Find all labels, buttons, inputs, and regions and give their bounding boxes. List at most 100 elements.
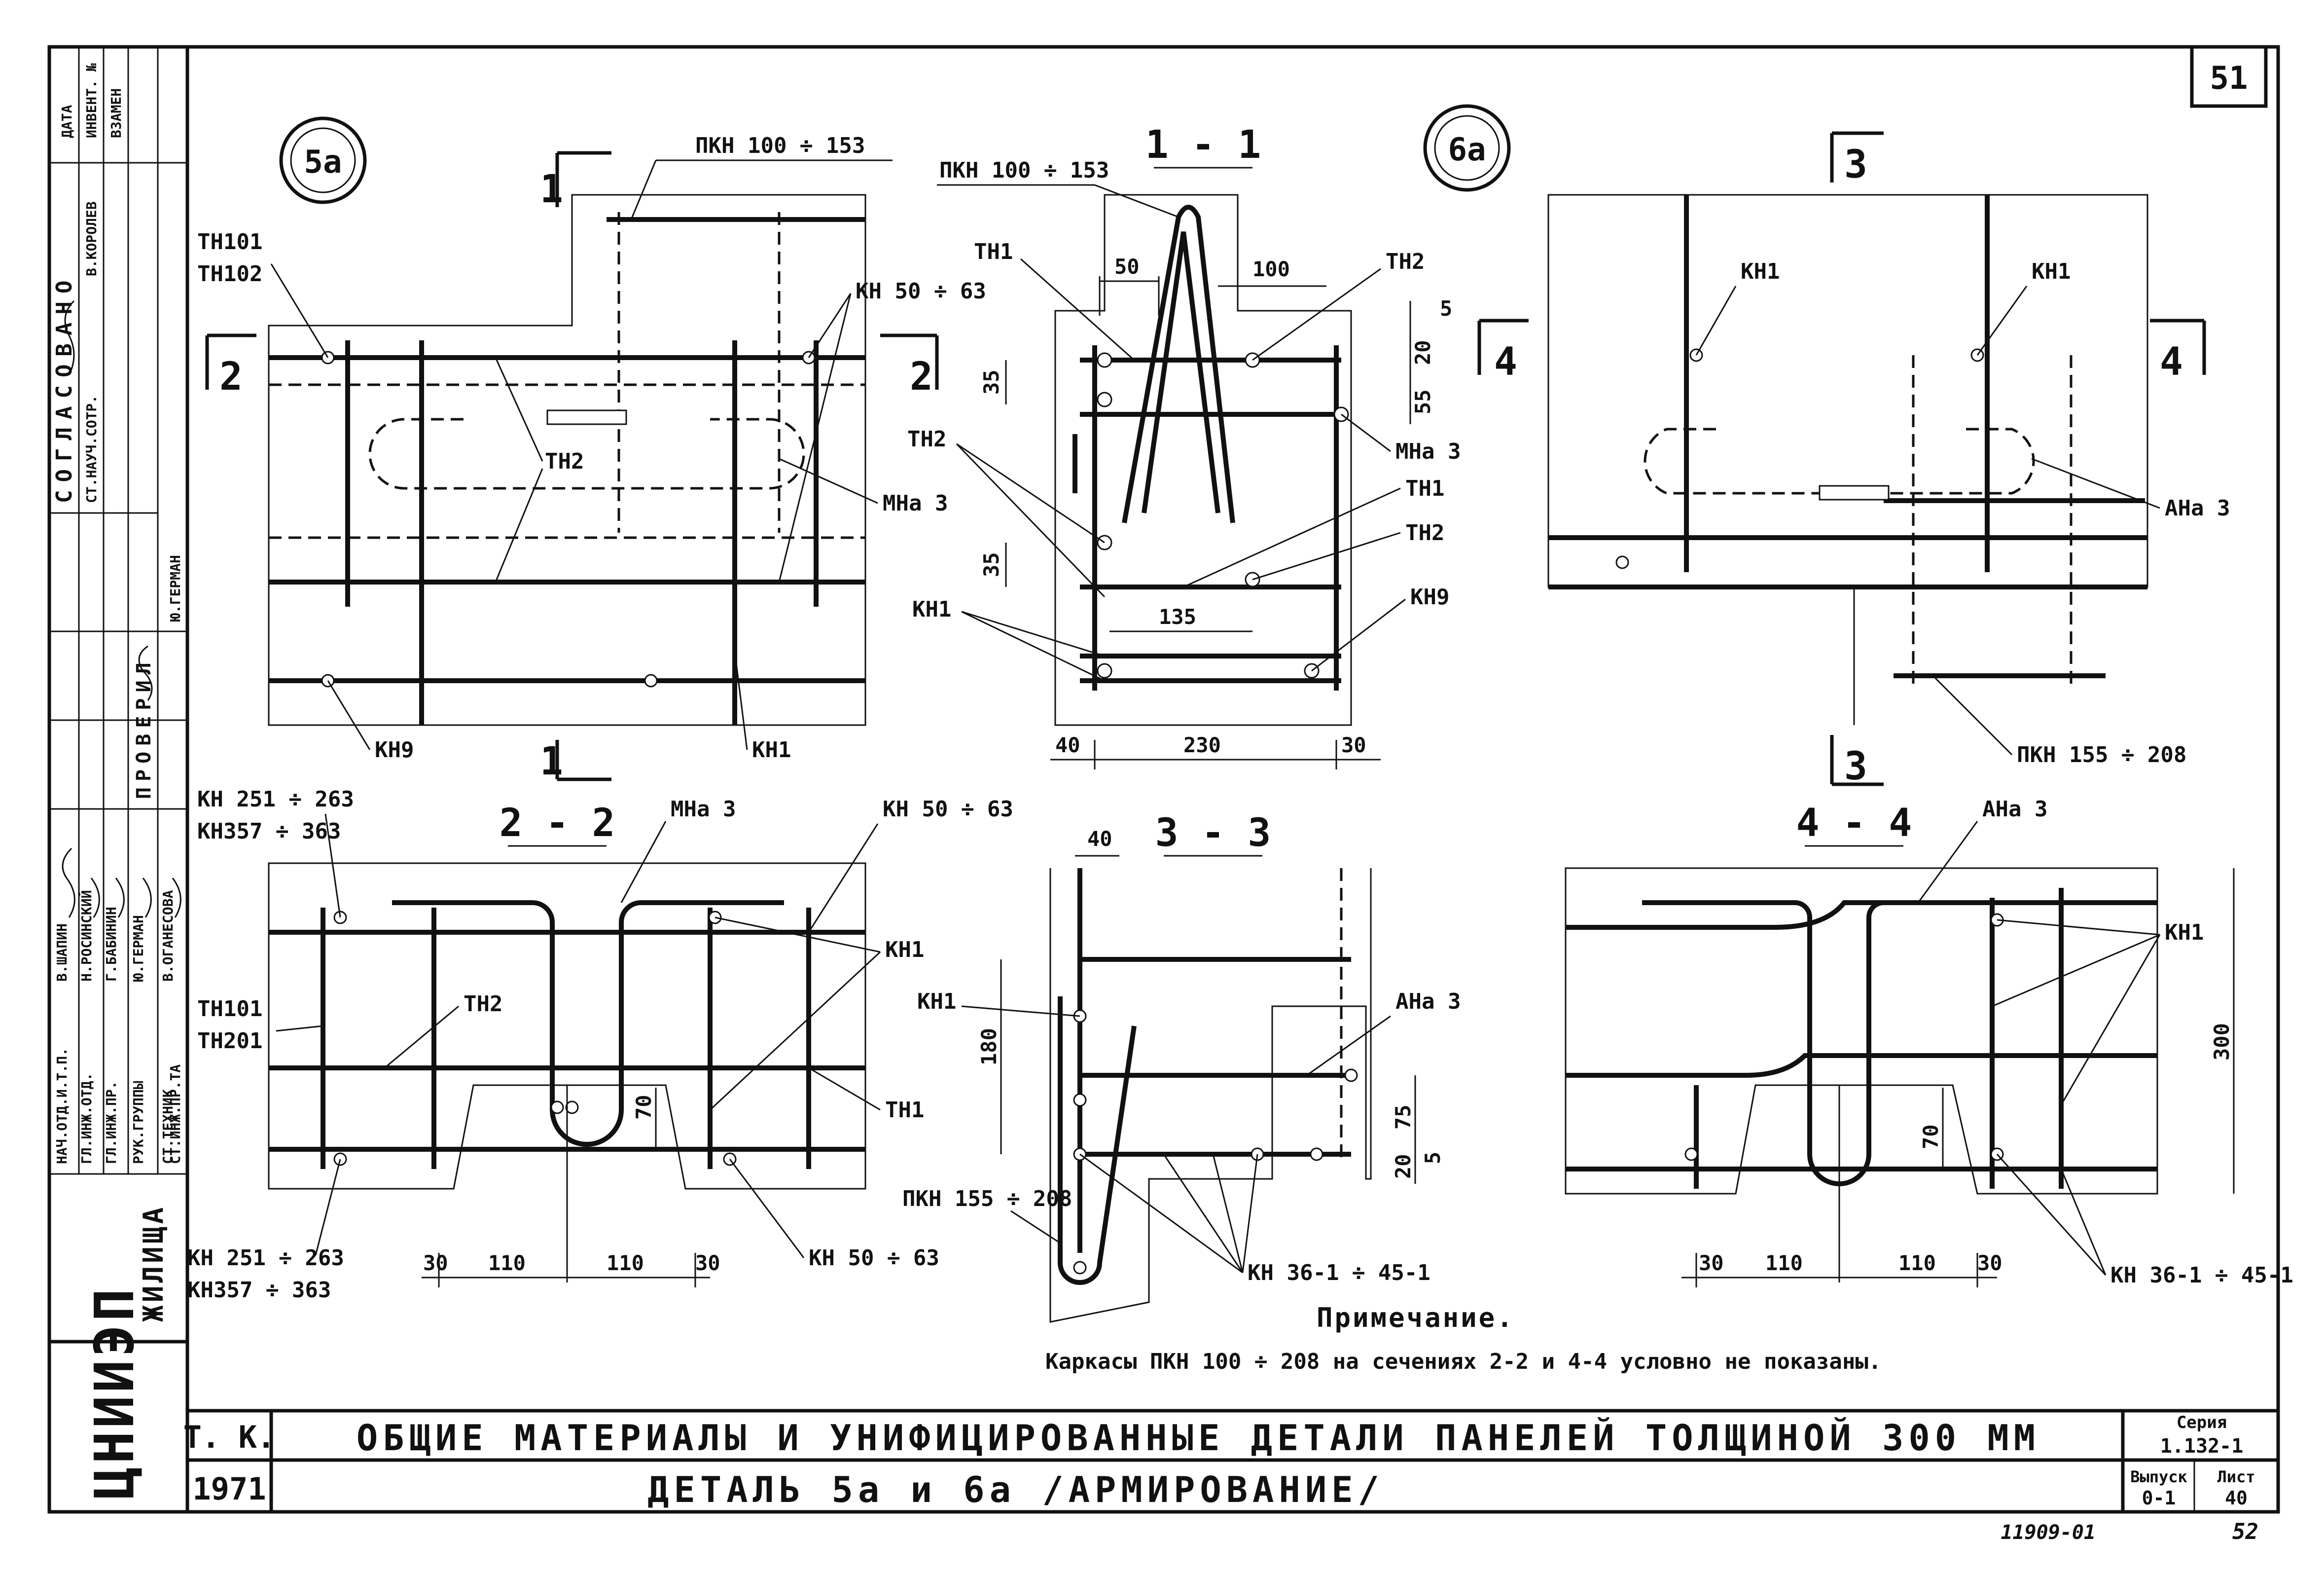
side-stamp-frame [47, 45, 189, 1514]
cut-mark-2-right: 2 [910, 355, 933, 399]
label-pkn100-153-5a: ПКН 100 ÷ 153 [695, 133, 865, 158]
title-tk: Т. К. [183, 1419, 276, 1455]
stamp-staff-name-1: В.ШАПИН [54, 923, 70, 982]
section-title-3-3: 3 - 3 [1155, 811, 1271, 855]
dim-55-1-1: 55 [1411, 389, 1435, 414]
page-number: 52 [2232, 1519, 2258, 1544]
label-kn1-4-4: КН1 [2165, 920, 2204, 945]
dim-20-3-3: 20 [1391, 1154, 1415, 1179]
section-title-4-4: 4 - 4 [1796, 801, 1912, 845]
dim-30-2-2-left: 30 [423, 1251, 448, 1275]
stamp-staff-name-5: В.ОГАНЕСОВА [160, 890, 176, 982]
label-ana3-6a: АНа 3 [2165, 496, 2230, 521]
issue-label: Выпуск [2130, 1467, 2187, 1486]
label-th1-1-1-right: ТН1 [1405, 476, 1444, 501]
dim-70-4-4: 70 [1919, 1124, 1943, 1149]
signature-scribble [138, 645, 153, 701]
sheet-value: 40 [2225, 1487, 2248, 1509]
side-stamp: ДАТА ИНВЕНТ. № ВЗАМЕН СОГЛАСОВАНО СТ.НАУ… [47, 45, 189, 1514]
stamp-agreed-name: В.КОРОЛЕВ [83, 201, 100, 276]
dim-110-4-4-right: 110 [1898, 1251, 1936, 1275]
section-title-2-2: 2 - 2 [500, 801, 615, 845]
stamp-staff-role-5: СТ.ТЕХНИК [160, 1089, 176, 1164]
stamp-staff-role-4: РУК.ГРУППЫ [130, 1081, 146, 1164]
cut-mark-4-left: 4 [1494, 340, 1517, 384]
section-1-1: 1 - 1 50 100 5 20 55 35 35 [907, 123, 1461, 769]
label-kn251-263-2-2-top: КН 251 ÷ 263 [197, 787, 354, 812]
sheet-number-box [2190, 45, 2268, 108]
stamp-agreed-header: СОГЛАСОВАНО [52, 273, 77, 503]
dim-180-3-3: 180 [977, 1028, 1001, 1065]
sheet-title: ОБЩИЕ МАТЕРИАЛЫ И УНИФИЦИРОВАННЫЕ ДЕТАЛИ… [357, 1417, 2040, 1459]
stamp-agreed-name-2: Ю.ГЕРМАН [167, 555, 183, 622]
panel-outline-5a [268, 194, 866, 726]
label-th2-1-1-right: ТН2 [1405, 520, 1444, 546]
dim-5-1-1: 5 [1440, 296, 1452, 321]
stamp-staff-name-3: Г.БАБИНИН [103, 907, 119, 982]
title-block: Т. К. 1971 ОБЩИЕ МАТЕРИАЛЫ И УНИФИЦИРОВА… [183, 1409, 2280, 1514]
archive-code: 11909-01 [2001, 1521, 2096, 1544]
label-kn50-63-2-2-top: КН 50 ÷ 63 [883, 797, 1013, 822]
label-kn1-2-2: КН1 [885, 937, 924, 962]
dim-50-1-1: 50 [1114, 255, 1140, 279]
sheet-subtitle: ДЕТАЛЬ 5а и 6а /АРМИРОВАНИЕ/ [647, 1469, 1384, 1510]
section-outline-3-3 [1049, 868, 1372, 1323]
label-kn50-63-2-2-bottom: КН 50 ÷ 63 [809, 1245, 939, 1271]
note-text: Каркасы ПКН 100 ÷ 208 на сечениях 2-2 и … [1045, 1349, 1881, 1374]
label-kn50-63-5a: КН 50 ÷ 63 [856, 279, 986, 304]
cut-mark-4-right: 4 [2160, 340, 2183, 384]
cut-mark-2-left: 2 [219, 355, 243, 399]
label-pkn155-208-3-3: ПКН 155 ÷ 208 [902, 1186, 1072, 1211]
detail-5a: 5а 1 1 2 2 [197, 116, 986, 784]
dim-30-4-4-right: 30 [1977, 1251, 2002, 1275]
signature-scribble [115, 878, 125, 918]
section-outline-2-2 [268, 862, 866, 1190]
label-pkn155-208-6a: ПКН 155 ÷ 208 [2017, 742, 2186, 768]
dim-5-3-3: 5 [1421, 1152, 1445, 1164]
dim-30-1-1: 30 [1341, 733, 1366, 757]
title-year: 1971 [192, 1471, 266, 1507]
cut-mark-1-top: 1 [540, 167, 563, 212]
dim-70-2-2: 70 [632, 1095, 656, 1120]
series-label: Серия [2177, 1413, 2227, 1432]
dim-40-3-3: 40 [1087, 827, 1112, 851]
label-th1-1-1-top: ТН1 [974, 239, 1013, 264]
dim-30-4-4-left: 30 [1699, 1251, 1724, 1275]
section-3-3: 3 - 3 40 180 75 20 5 КН1 АНа 3 ПКН 155 ÷… [902, 811, 1461, 1323]
label-ana3-3-3: АНа 3 [1395, 989, 1461, 1014]
stamp-staff-role-3: ГЛ.ИНЖ.ПР. [103, 1081, 119, 1164]
issue-value: 0-1 [2142, 1487, 2176, 1509]
label-kn1-1-1: КН1 [912, 597, 951, 622]
cut-mark-3-top: 3 [1844, 143, 1867, 187]
stamp-col-date: ДАТА [59, 105, 75, 138]
section-title-1-1: 1 - 1 [1145, 123, 1261, 167]
stamp-staff-name-2: Н.РОСИНСКИЙ [78, 890, 95, 982]
label-th2-1-1-top: ТН2 [1386, 249, 1425, 274]
panel-outline-6a [1547, 194, 2148, 588]
org-logo: ЦНИИЭП [83, 1286, 146, 1500]
series-value: 1.132-1 [2160, 1435, 2244, 1458]
label-th2-2-2: ТН2 [464, 991, 502, 1017]
label-kn1-6a-left: КН1 [1741, 259, 1780, 284]
detail-mark-5a-label: 5а [304, 144, 342, 181]
label-pkn100-153-1-1: ПКН 100 ÷ 153 [939, 158, 1109, 183]
section-outline-1-1 [1054, 194, 1352, 726]
cut-mark-1-bottom: 1 [540, 739, 563, 784]
sheet-frame [185, 45, 2280, 1514]
label-th101-2-2: ТН101 [197, 996, 262, 1022]
stamp-checked-role: СТ.ИНЖ.ПР.ТА [167, 1064, 183, 1164]
label-kn357-363-2-2-top: КН357 ÷ 363 [197, 819, 341, 844]
label-kn9-5a: КН9 [375, 737, 414, 763]
label-kn9-1-1: КН9 [1410, 585, 1449, 610]
detail-6a: 6а 3 3 4 4 КН1 КН1 АНа 3 ПКН 155 ÷ [1423, 104, 2230, 789]
label-kn1-6a-right: КН1 [2032, 259, 2071, 284]
signature-scribble [64, 300, 75, 375]
dim-35-1-1-top: 35 [979, 369, 1003, 395]
dim-20-1-1: 20 [1411, 340, 1435, 365]
stamp-staff-role-1: НАЧ.ОТД.И.Т.П. [54, 1048, 70, 1164]
label-mna3-2-2: МНа 3 [671, 797, 736, 822]
label-th2-5a: ТН2 [545, 449, 584, 474]
label-ana3-4-4: АНа 3 [1982, 797, 2047, 822]
signature-scribble [62, 847, 75, 918]
dim-40-1-1: 40 [1055, 733, 1080, 757]
